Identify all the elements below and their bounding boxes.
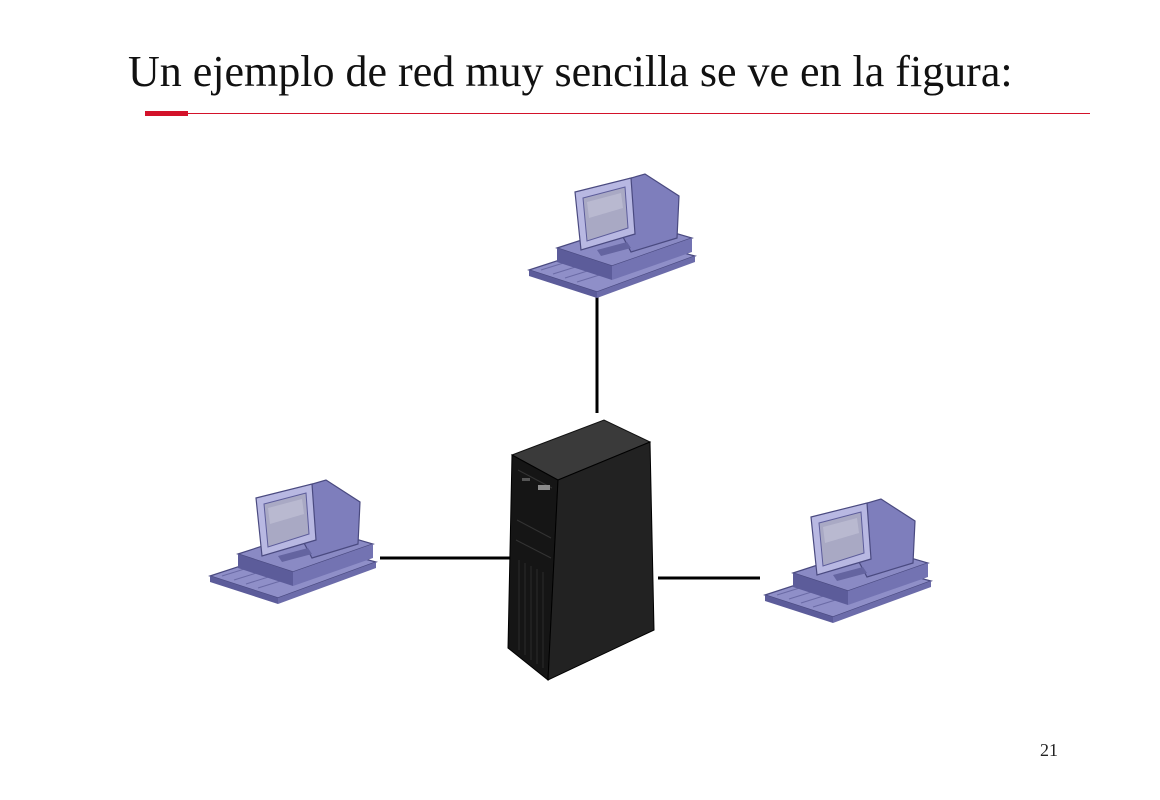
workstation-right-icon (764, 498, 932, 624)
title-accent-rule (145, 111, 188, 116)
slide-title: Un ejemplo de red muy sencilla se ve en … (128, 47, 1013, 96)
title-underline-rule (188, 113, 1090, 114)
workstation-left-icon (209, 479, 377, 605)
tower-server-icon (507, 419, 655, 682)
network-cables (380, 292, 760, 580)
page-number: 21 (1040, 740, 1058, 760)
workstation-top-icon (528, 173, 696, 299)
